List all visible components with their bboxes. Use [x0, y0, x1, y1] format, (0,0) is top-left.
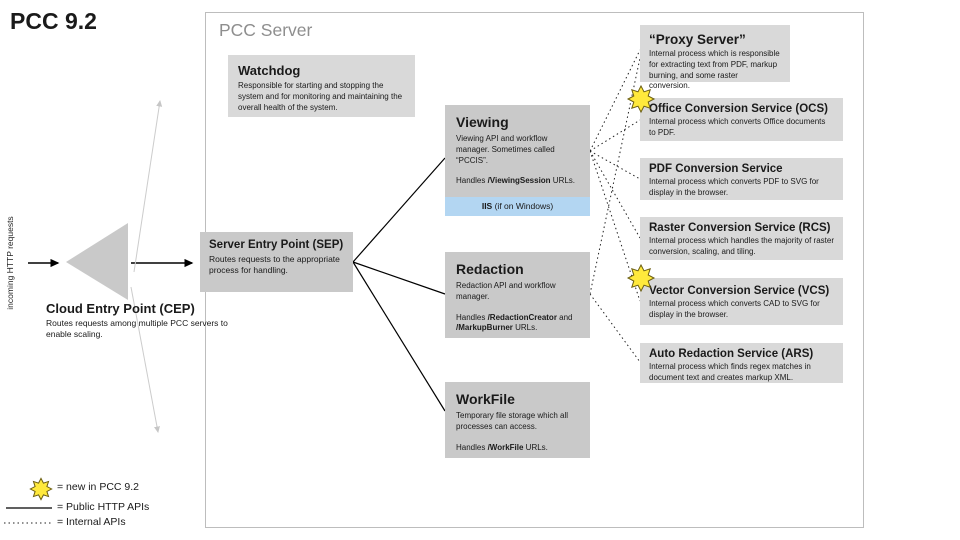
viewing-box: Viewing Viewing API and workflow manager… [445, 105, 590, 197]
redaction-title: Redaction [456, 261, 524, 277]
line-sep-redaction [352, 261, 446, 295]
workfile-desc: Temporary file storage which all process… [456, 411, 569, 431]
watchdog-box: Watchdog Responsible for starting and st… [228, 55, 415, 117]
rcs-title: Raster Conversion Service (RCS) [649, 222, 831, 234]
office-conversion-service-box: Office Conversion Service (OCS) Internal… [640, 98, 843, 141]
line-viewing-vcs [589, 150, 641, 302]
watchdog-title: Watchdog [238, 63, 301, 78]
proxy-server-title: “Proxy Server” [649, 32, 746, 47]
line-viewing-ocs [589, 119, 641, 152]
sep-desc: Routes requests to the appropriate proce… [209, 254, 340, 276]
viewing-handles: Handles /ViewingSession URLs. [456, 176, 576, 186]
sep-title: Server Entry Point (SEP) [209, 239, 344, 251]
line-viewing-pdf [589, 150, 641, 180]
pdf-conversion-service-box: PDF Conversion Service Internal process … [640, 158, 843, 200]
ars-title: Auto Redaction Service (ARS) [649, 348, 814, 360]
line-sep-viewing [352, 157, 446, 263]
pdf-cs-title: PDF Conversion Service [649, 163, 783, 175]
vcs-title: Vector Conversion Service (VCS) [649, 285, 830, 297]
viewing-desc: Viewing API and workflow manager. Someti… [456, 134, 555, 165]
line-viewing-rcs [589, 150, 641, 239]
server-entry-point-box: Server Entry Point (SEP) Routes requests… [200, 232, 353, 292]
ocs-title: Office Conversion Service (OCS) [649, 103, 828, 115]
viewing-title: Viewing [456, 114, 509, 130]
redaction-box: Redaction Redaction API and workflow man… [445, 252, 590, 338]
auto-redaction-service-box: Auto Redaction Service (ARS) Internal pr… [640, 343, 843, 383]
ocs-desc: Internal process which converts Office d… [649, 117, 826, 137]
faded-arrow-down [130, 286, 160, 433]
cep-title: Cloud Entry Point (CEP) [46, 301, 195, 316]
incoming-http-requests-label: incoming HTTP requests [5, 216, 15, 310]
iis-strip: IIS (if on Windows) [445, 197, 590, 216]
proxy-server-box: “Proxy Server” Internal process which is… [640, 25, 790, 90]
workfile-box: WorkFile Temporary file storage which al… [445, 382, 590, 458]
page-title: PCC 9.2 [10, 8, 97, 34]
line-sep-workfile [352, 261, 446, 412]
workfile-handles: Handles /WorkFile URLs. [456, 442, 548, 452]
line-redaction-ars [589, 293, 641, 363]
line-viewing-proxy [589, 49, 641, 152]
ars-desc: Internal process which finds regex match… [649, 362, 811, 382]
faded-arrow-up [133, 100, 163, 273]
workfile-title: WorkFile [456, 391, 515, 407]
rcs-desc: Internal process which handles the major… [649, 236, 834, 256]
proxy-server-desc: Internal process which is responsible fo… [649, 49, 780, 91]
legend-new-in-92: = new in PCC 9.2 [57, 481, 140, 493]
redaction-desc: Redaction API and workflow manager. [456, 281, 556, 301]
line-redaction-proxy [589, 57, 641, 295]
pcc-server-label: PCC Server [219, 20, 313, 40]
legend-internal-apis: = Internal APIs [57, 516, 126, 528]
legend-public-apis: = Public HTTP APIs [57, 501, 150, 513]
cep-triangle [66, 223, 128, 300]
redaction-handles: Handles /RedactionCreator and /MarkupBur… [456, 312, 573, 333]
cep-desc: Routes requests among multiple PCC serve… [46, 318, 228, 340]
vector-conversion-service-box: Vector Conversion Service (VCS) Internal… [640, 278, 843, 325]
cloud-entry-point-label: Cloud Entry Point (CEP) Routes requests … [46, 301, 241, 341]
watchdog-desc: Responsible for starting and stopping th… [238, 81, 403, 112]
raster-conversion-service-box: Raster Conversion Service (RCS) Internal… [640, 217, 843, 260]
pdf-cs-desc: Internal process which converts PDF to S… [649, 177, 819, 197]
vcs-desc: Internal process which converts CAD to S… [649, 299, 820, 319]
